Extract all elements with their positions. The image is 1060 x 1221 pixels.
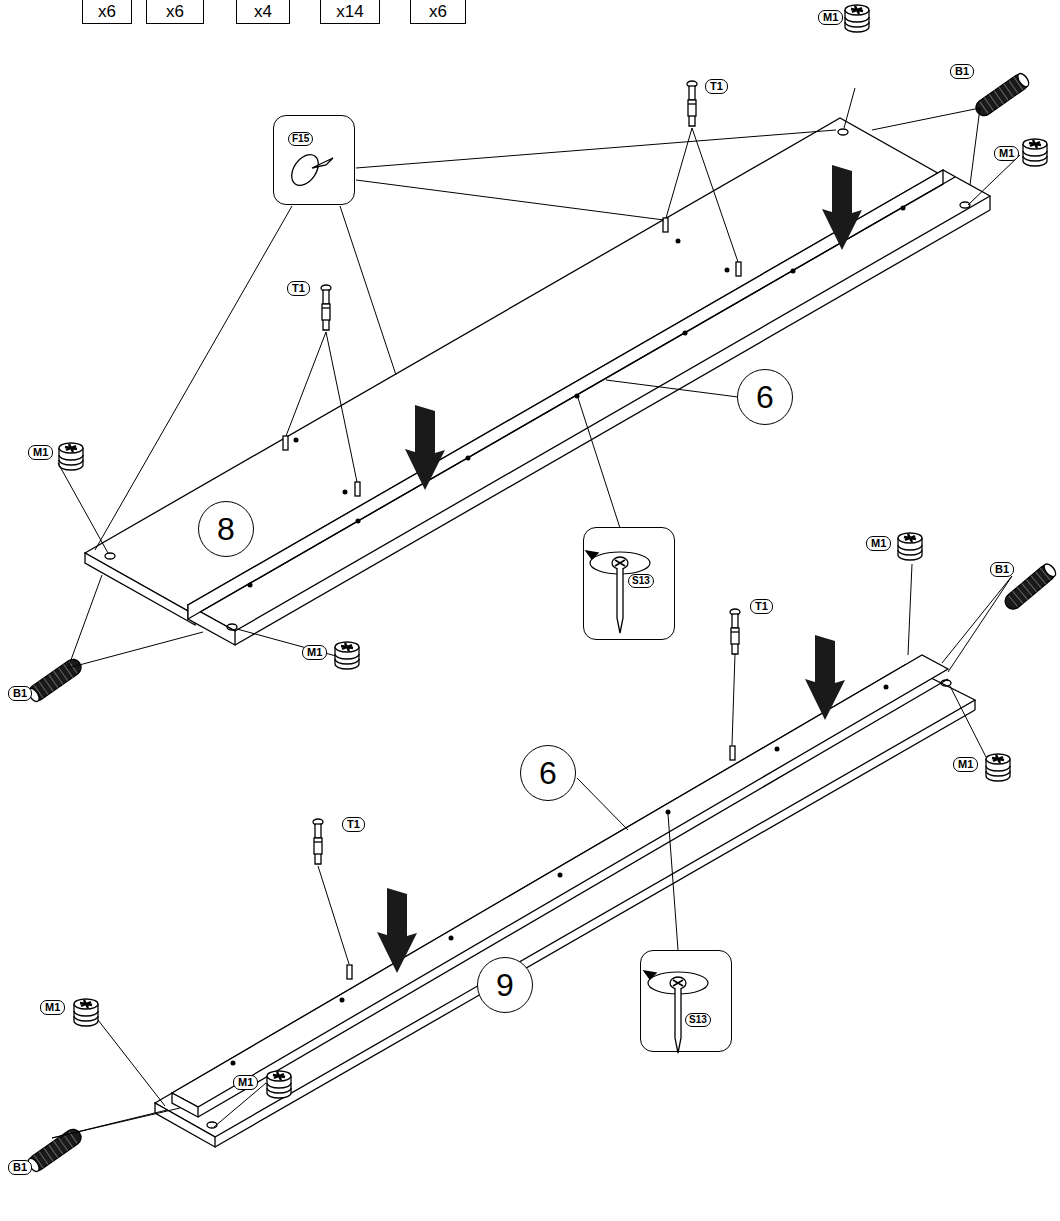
part-label: x14 bbox=[336, 3, 363, 20]
part-label: 6 bbox=[756, 379, 774, 416]
hardware-box: F15 bbox=[273, 115, 355, 205]
callout-number: 6 bbox=[737, 369, 793, 425]
quantity-box: x6 bbox=[82, 0, 132, 24]
part-label: 9 bbox=[496, 967, 514, 1004]
part-label: x6 bbox=[98, 3, 116, 20]
part-tag: M1 bbox=[233, 1075, 258, 1090]
part-tag: B1 bbox=[8, 686, 32, 701]
part-tag: T1 bbox=[750, 599, 773, 614]
part-tag: T1 bbox=[287, 281, 310, 296]
part-tag: M1 bbox=[40, 1000, 65, 1015]
part-label: T1 bbox=[710, 80, 723, 92]
part-tag: B1 bbox=[950, 64, 974, 79]
part-label: x6 bbox=[429, 3, 447, 20]
part-label: T1 bbox=[755, 600, 768, 612]
part-tag: M1 bbox=[302, 645, 327, 660]
hardware-box: S13 bbox=[640, 950, 732, 1052]
part-tag: M1 bbox=[818, 10, 843, 25]
part-label: B1 bbox=[13, 687, 27, 699]
part-label: T1 bbox=[292, 282, 305, 294]
part-label: M1 bbox=[307, 646, 322, 658]
part-tag: M1 bbox=[953, 757, 978, 772]
part-label: S13 bbox=[685, 1013, 711, 1027]
part-label: M1 bbox=[958, 758, 973, 770]
callout-number: 6 bbox=[520, 745, 576, 801]
hardware-box: S13 bbox=[583, 527, 675, 640]
part-label: x6 bbox=[166, 3, 184, 20]
part-label: M1 bbox=[45, 1001, 60, 1013]
part-tag: M1 bbox=[866, 536, 891, 551]
part-label: B1 bbox=[955, 65, 969, 77]
part-label: 6 bbox=[539, 755, 557, 792]
part-label: M1 bbox=[33, 446, 48, 458]
part-label: M1 bbox=[823, 11, 838, 23]
part-label: B1 bbox=[995, 563, 1009, 575]
part-tag: M1 bbox=[994, 146, 1019, 161]
part-label: M1 bbox=[871, 537, 886, 549]
part-tag: B1 bbox=[990, 562, 1014, 577]
part-label: M1 bbox=[238, 1076, 253, 1088]
part-tag: T1 bbox=[342, 817, 365, 832]
part-label: T1 bbox=[347, 818, 360, 830]
part-tag: B1 bbox=[8, 1160, 32, 1175]
part-tag: T1 bbox=[705, 79, 728, 94]
part-label: M1 bbox=[999, 147, 1014, 159]
callout-number: 8 bbox=[198, 501, 254, 557]
quantity-box: x4 bbox=[236, 0, 290, 24]
quantity-box: x14 bbox=[320, 0, 380, 24]
part-label: S13 bbox=[628, 574, 654, 588]
quantity-box: x6 bbox=[410, 0, 466, 24]
part-label: 8 bbox=[217, 511, 235, 548]
callout-number: 9 bbox=[477, 957, 533, 1013]
quantity-box: x6 bbox=[146, 0, 204, 24]
part-label: x4 bbox=[254, 3, 272, 20]
part-tag: M1 bbox=[28, 445, 53, 460]
part-label: B1 bbox=[13, 1161, 27, 1173]
part-label: F15 bbox=[288, 132, 313, 146]
